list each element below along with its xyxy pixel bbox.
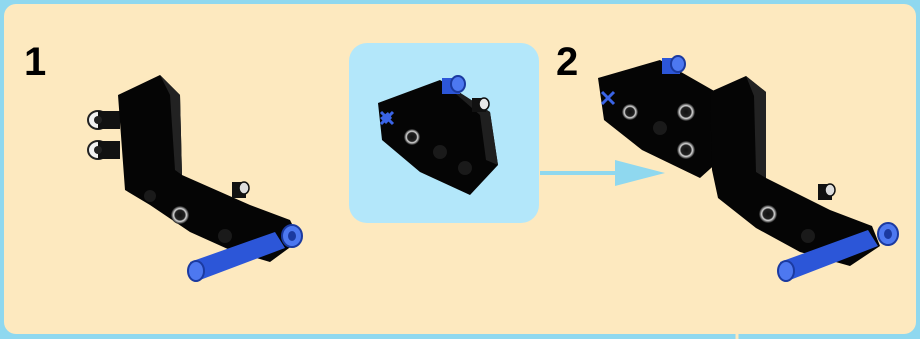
black-beam-3-with-pins-icon (598, 55, 720, 178)
white-pin-icon (87, 110, 120, 160)
step-number-2: 2 (556, 40, 579, 84)
arrow-icon (540, 160, 665, 186)
blue-pin-icon (187, 224, 303, 282)
black-bent-beam-icon (710, 76, 880, 266)
blue-pin-icon (777, 222, 899, 282)
assembly-2 (598, 55, 899, 282)
assembly-1 (87, 75, 303, 282)
black-bent-beam-icon (118, 75, 300, 262)
step-number-1: 1 (24, 40, 47, 84)
black-beam-3-with-pins-icon (378, 75, 498, 195)
